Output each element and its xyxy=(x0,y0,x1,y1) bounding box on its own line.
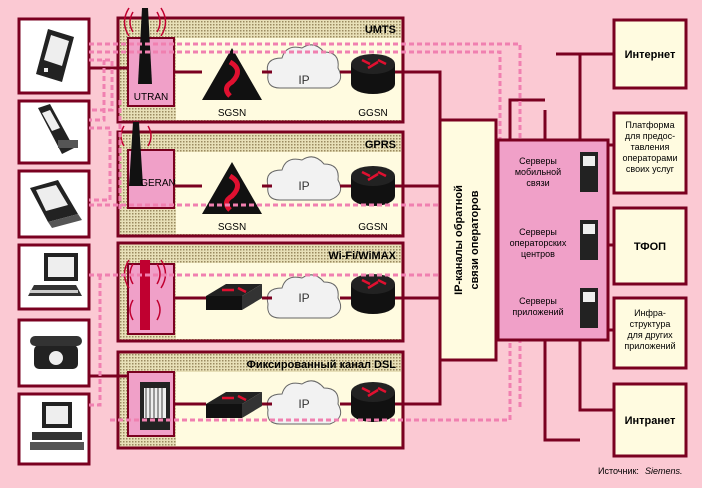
server-mobile-line2: мобильной xyxy=(515,167,561,177)
platform-line5: своих услуг xyxy=(626,164,675,174)
dsl-node xyxy=(127,371,175,437)
wifi-node xyxy=(123,259,175,335)
internet-label: Интернет xyxy=(625,49,676,61)
server-mobile-line1: Серверы xyxy=(519,156,557,166)
infra-line3: для других xyxy=(627,330,673,340)
sgsn-umts-label: SGSN xyxy=(218,108,246,119)
operator-servers: Серверы операторских центров xyxy=(510,220,598,260)
antenna-tower-icon xyxy=(138,8,152,84)
ggsn-umts-router-icon: GGSN xyxy=(351,54,395,119)
dsl-switch-icon xyxy=(206,392,262,418)
mobile-servers: Серверы мобильной связи xyxy=(515,152,598,192)
mobile-phone-icon xyxy=(38,104,78,154)
utran-label: UTRAN xyxy=(134,92,168,103)
intranet-label: Интранет xyxy=(625,415,676,427)
sgsn-gprs-label: SGSN xyxy=(218,222,246,233)
server-operator-line1: Серверы xyxy=(519,227,557,237)
ip-wifi-label: IP xyxy=(298,291,309,305)
device-column xyxy=(17,17,91,466)
server-app-line2: приложений xyxy=(512,307,563,317)
ip-channels-line1: IP-каналы обратной xyxy=(453,185,465,295)
platform-line3: тавления xyxy=(631,142,670,152)
source-label: Источник: xyxy=(598,466,639,476)
source-name: Siemens. xyxy=(645,466,683,476)
computer-icon xyxy=(28,253,82,296)
platform-line4: операторами xyxy=(623,153,678,163)
tfop-label: ТФОП xyxy=(634,241,666,253)
infra-line4: приложений xyxy=(624,341,675,351)
dsl-title: Фиксированный канал DSL xyxy=(247,359,397,371)
sgsn-umts-icon: SGSN xyxy=(202,48,262,119)
geran-label: GERAN xyxy=(140,178,176,189)
infra-line1: Инфра- xyxy=(634,308,666,318)
gprs-title: GPRS xyxy=(365,139,396,151)
wifi-antenna-icon xyxy=(140,260,150,330)
dotted-connections xyxy=(89,42,522,422)
server-operator-line2: операторских xyxy=(510,238,567,248)
laptop-icon xyxy=(30,180,82,228)
ip-cloud-dsl-icon: IP xyxy=(266,380,342,425)
wifi-switch-icon xyxy=(206,284,262,310)
ggsn-gprs-router-icon: GGSN xyxy=(351,166,395,233)
ip-cloud-umts-icon: IP xyxy=(266,44,342,89)
ip-umts-label: IP xyxy=(298,73,309,87)
wifi-title: Wi-Fi/WiMAX xyxy=(328,250,396,262)
server-mobile-line3: связи xyxy=(526,178,549,188)
platform-box: Платформа для предос- тавления оператора… xyxy=(612,111,688,195)
landline-phone-icon xyxy=(30,336,82,369)
intranet-box: Интранет xyxy=(612,382,688,458)
tfop-box: ТФОП xyxy=(612,206,688,286)
platform-line1: Платформа xyxy=(625,120,674,130)
ip-gprs-label: IP xyxy=(298,179,309,193)
ggsn-umts-label: GGSN xyxy=(358,108,387,119)
umts-title: UMTS xyxy=(365,24,396,36)
server-app-line1: Серверы xyxy=(519,296,557,306)
desktop-pc-icon xyxy=(30,402,84,450)
antenna-tower-icon xyxy=(129,122,143,186)
infra-box: Инфра- структура для других приложений xyxy=(612,296,688,370)
platform-line2: для предос- xyxy=(625,131,675,141)
ip-dsl-label: IP xyxy=(298,397,309,411)
server-operator-line3: центров xyxy=(521,249,555,259)
infra-line2: структура xyxy=(630,319,671,329)
internet-box: Интернет xyxy=(612,18,688,90)
dsl-router-icon xyxy=(351,382,395,422)
ip-cloud-wifi-icon: IP xyxy=(266,274,342,319)
servers-block: Серверы мобильной связи Серверы оператор… xyxy=(496,138,610,342)
wifi-router-icon xyxy=(351,274,395,314)
ggsn-gprs-label: GGSN xyxy=(358,222,387,233)
geran-node: GERAN xyxy=(120,122,176,209)
utran-node: UTRAN xyxy=(123,7,175,107)
application-servers: Серверы приложений xyxy=(512,288,598,328)
pda-icon xyxy=(36,29,74,82)
ip-channels-line2: связи операторов xyxy=(469,190,481,289)
ip-channels-block: IP-каналы обратной связи операторов xyxy=(438,118,498,362)
